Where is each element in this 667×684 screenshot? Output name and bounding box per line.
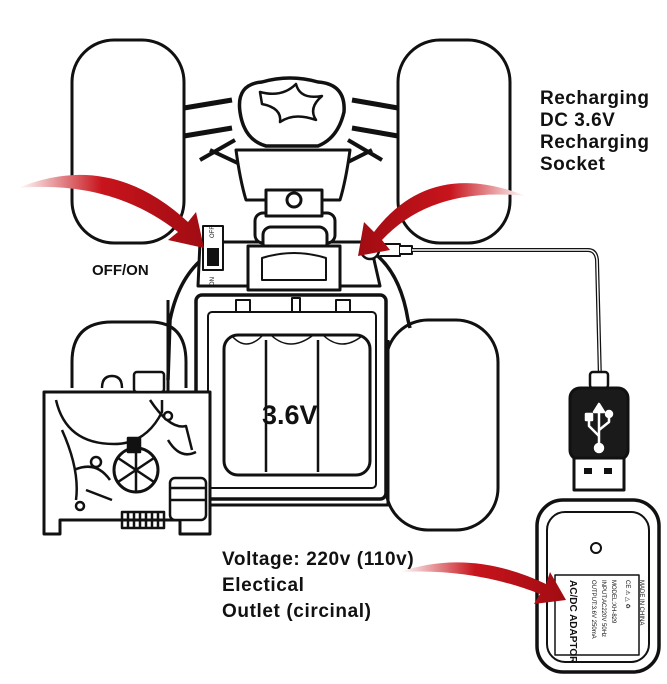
- switch-on-label: ON: [210, 277, 216, 286]
- adapter-title: AC/DC ADAPTOR: [567, 580, 578, 664]
- engine: [246, 188, 342, 292]
- usb-icon: [584, 402, 614, 454]
- recharge-line: DC 3.6V: [540, 109, 616, 131]
- adapter-made-in: MADE IN CHINA: [638, 580, 644, 625]
- rear-right-wheel: [384, 318, 500, 532]
- recharge-line: Recharging: [540, 131, 650, 153]
- recharge-line: Recharging: [540, 88, 650, 109]
- driver-head: [237, 76, 346, 148]
- battery-pack: [222, 333, 372, 477]
- battery-voltage-label: 3.6V: [262, 400, 318, 430]
- voltage-line: Voltage: 220v (110v): [222, 549, 415, 570]
- arrow-to-switch: [18, 174, 204, 248]
- recharging-socket-label: Recharging DC 3.6V Recharging Socket: [540, 88, 650, 175]
- ac-dc-adapter: [535, 498, 661, 674]
- off-on-label: OFF/ON: [92, 262, 149, 279]
- outlet-voltage-label: Voltage: 220v (110v) Electical Outlet (c…: [222, 547, 414, 626]
- front-axle: [183, 97, 399, 139]
- adapter-input: INPUT:AC220V 50Hz: [600, 580, 606, 637]
- arrow-to-socket: [358, 183, 526, 256]
- voltage-line: Electical: [222, 575, 305, 597]
- gearbox: [42, 370, 212, 536]
- adapter-model: MODEL:XH-829: [610, 580, 616, 624]
- recharge-line: Socket: [540, 153, 606, 175]
- voltage-line: Outlet (circinal): [222, 601, 372, 623]
- arrow-to-adapter: [400, 562, 566, 604]
- switch-off-label: OFF: [210, 226, 216, 238]
- ce-mark-icon: CE ⚠ △ ♻: [624, 580, 631, 609]
- usb-plug: [568, 370, 630, 492]
- adapter-label: MADE IN CHINA CE ⚠ △ ♻ MODEL:XH-829 INPU…: [567, 580, 644, 664]
- adapter-output: OUTPUT:3.6V 250mA: [590, 580, 596, 639]
- power-switch[interactable]: [202, 225, 224, 271]
